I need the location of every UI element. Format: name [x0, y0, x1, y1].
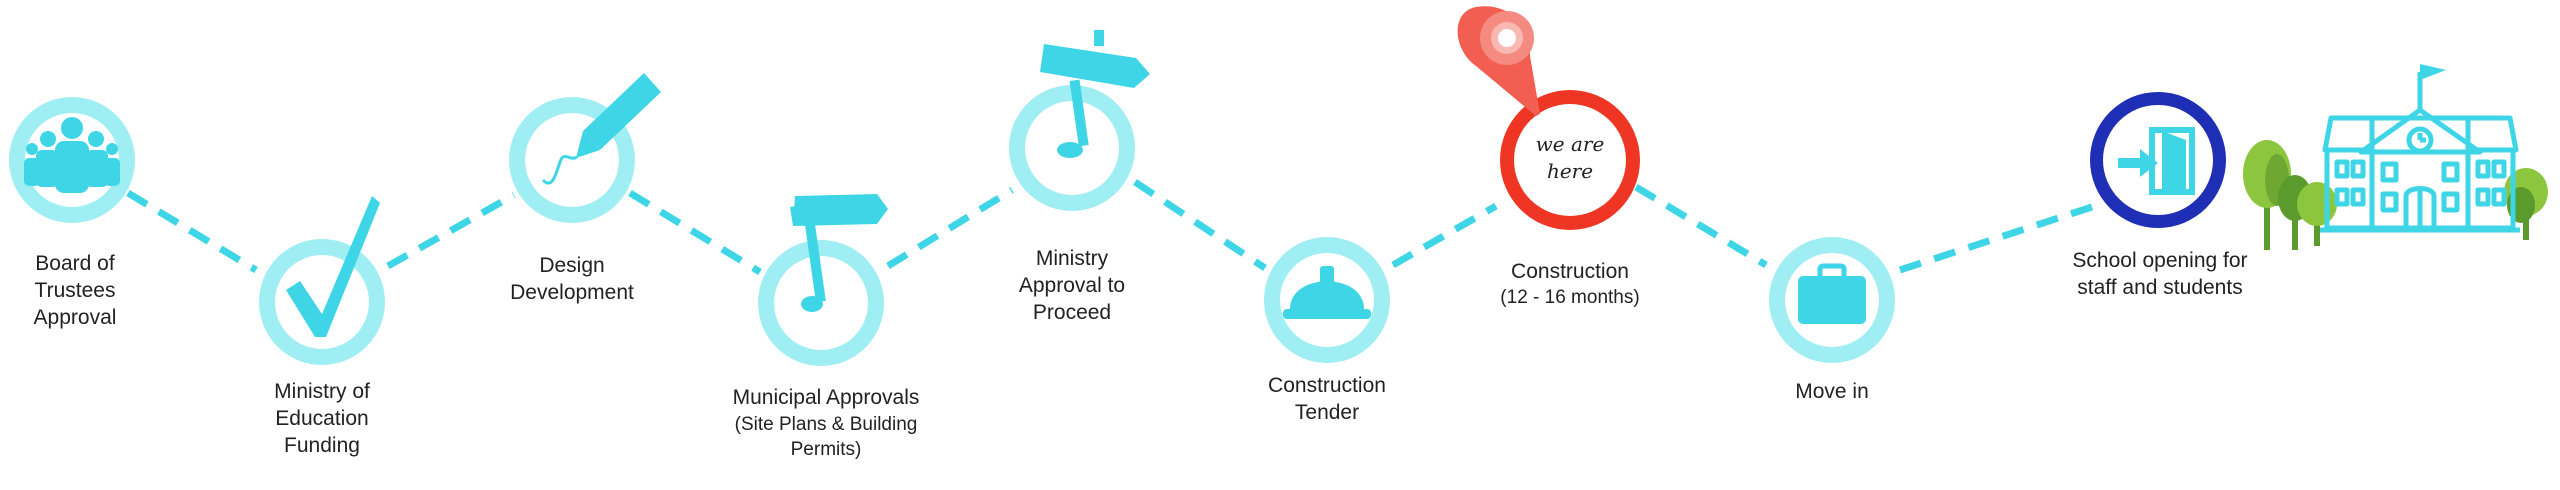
door-exit-icon	[2118, 127, 2195, 195]
step-ministry-approval	[1009, 30, 1150, 211]
map-pin-icon	[1457, 6, 1540, 117]
we-are-here-line-2: here	[1547, 159, 1593, 183]
checkmark-icon	[286, 196, 380, 337]
step-label-ministry-approval: Ministry Approval to Proceed	[1018, 247, 1126, 324]
step-move-in	[1769, 237, 1895, 363]
step-design	[509, 73, 661, 223]
hard-hat-icon	[1283, 266, 1371, 319]
current-step-inner	[1514, 104, 1626, 216]
step-board	[9, 97, 135, 223]
step-label-opening: School opening for staff and students	[2072, 249, 2248, 299]
people-group-icon	[24, 117, 120, 193]
school-building-icon	[2320, 64, 2520, 233]
connector-line	[886, 187, 1014, 269]
step-sublabel-municipal: (Site Plans & Building Permits)	[734, 414, 918, 460]
timeline-connectors	[126, 179, 2100, 275]
step-label-board: Board of Trustees Approval	[33, 252, 117, 329]
step-label-move-in: Move in	[1795, 380, 1869, 403]
connector-line	[1133, 179, 1267, 271]
suitcase-icon	[1798, 263, 1866, 324]
step-sublabel-construction: (12 - 16 months)	[1500, 287, 1640, 308]
step-label-tender: Construction Tender	[1268, 374, 1386, 424]
connector-line	[386, 191, 516, 270]
step-label-municipal: Municipal Approvals	[732, 386, 920, 409]
step-municipal	[758, 194, 888, 366]
step-funding	[259, 196, 385, 365]
pencil-icon	[541, 73, 661, 185]
step-tender	[1264, 237, 1390, 363]
signpost-icon	[790, 194, 888, 312]
step-label-construction: Construction	[1511, 260, 1629, 283]
connector-line	[126, 190, 258, 273]
step-label-design: Design Development	[510, 254, 634, 304]
step-label-funding: Ministry of Education Funding	[274, 380, 370, 457]
signpost-icon	[1040, 30, 1150, 158]
we-are-here-line-1: we are	[1536, 132, 1605, 156]
step-construction: we are here	[1457, 6, 1640, 230]
connector-line	[628, 190, 762, 275]
connector-line	[1634, 183, 1768, 269]
connector-line	[1391, 202, 1498, 269]
step-opening	[2090, 92, 2226, 228]
